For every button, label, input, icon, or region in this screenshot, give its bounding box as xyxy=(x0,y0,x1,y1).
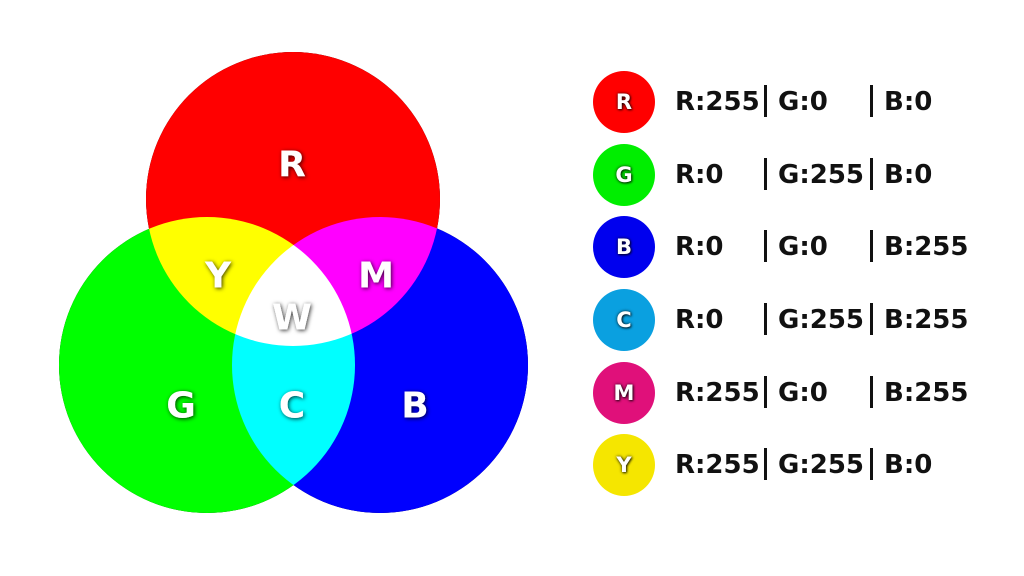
rgb-venn-diagram: R G B Y M C W xyxy=(59,52,528,513)
red-value: R:0 xyxy=(675,232,724,262)
label-cyan: C xyxy=(279,386,305,427)
green-value: G:0 xyxy=(778,87,828,117)
green-value: G:0 xyxy=(778,232,828,262)
label-red: R xyxy=(278,145,306,186)
separator xyxy=(764,158,767,190)
separator xyxy=(764,376,767,408)
blue-value: B:255 xyxy=(884,232,969,262)
label-magenta: M xyxy=(358,256,394,297)
blue-value: B:0 xyxy=(884,160,933,190)
separator xyxy=(870,85,873,117)
green-value: G:255 xyxy=(778,450,865,480)
blue-value: B:0 xyxy=(884,87,933,117)
color-swatch: G xyxy=(593,144,655,206)
green-value: G:255 xyxy=(778,160,865,190)
separator xyxy=(764,448,767,480)
blue-value: B:0 xyxy=(884,450,933,480)
label-blue: B xyxy=(401,386,428,427)
legend-row-c: C R:0 G:255 B:255 xyxy=(593,289,993,351)
separator xyxy=(870,448,873,480)
separator xyxy=(870,303,873,335)
red-value: R:255 xyxy=(675,450,760,480)
color-swatch: M xyxy=(593,362,655,424)
color-swatch: C xyxy=(593,289,655,351)
legend-row-g: G R:0 G:255 B:0 xyxy=(593,144,993,206)
red-value: R:0 xyxy=(675,160,724,190)
label-white: W xyxy=(272,298,312,339)
green-value: G:0 xyxy=(778,378,828,408)
legend-row-m: M R:255 G:0 B:255 xyxy=(593,362,993,424)
separator xyxy=(870,158,873,190)
red-value: R:255 xyxy=(675,378,760,408)
color-swatch: B xyxy=(593,216,655,278)
blue-circle xyxy=(232,217,528,513)
label-green: G xyxy=(166,386,196,427)
separator xyxy=(764,85,767,117)
color-swatch: Y xyxy=(593,434,655,496)
green-value: G:255 xyxy=(778,305,865,335)
color-swatch: R xyxy=(593,71,655,133)
separator xyxy=(870,376,873,408)
red-value: R:0 xyxy=(675,305,724,335)
legend-row-y: Y R:255 G:255 B:0 xyxy=(593,434,993,496)
blue-value: B:255 xyxy=(884,305,969,335)
legend-row-r: R R:255 G:0 B:0 xyxy=(593,71,993,133)
blue-value: B:255 xyxy=(884,378,969,408)
separator xyxy=(764,303,767,335)
label-yellow: Y xyxy=(204,256,232,297)
red-value: R:255 xyxy=(675,87,760,117)
separator xyxy=(870,230,873,262)
legend-row-b: B R:0 G:0 B:255 xyxy=(593,216,993,278)
separator xyxy=(764,230,767,262)
